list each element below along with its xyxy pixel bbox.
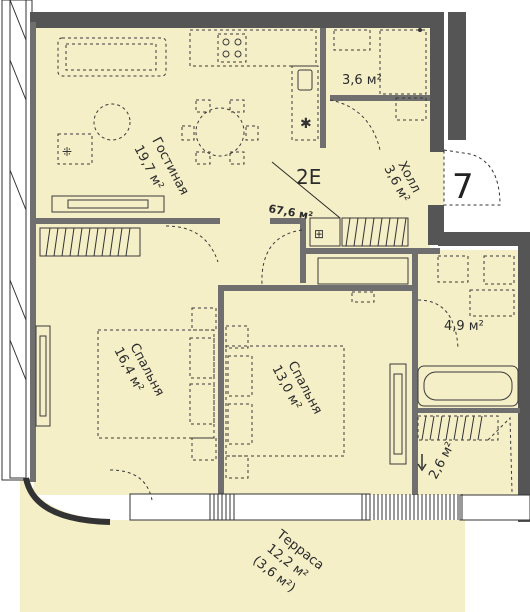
- bath-right-area: 4,9 м²: [444, 319, 484, 334]
- floor-number: 7: [452, 167, 474, 207]
- bedroom-mid-furniture: [225, 325, 407, 479]
- svg-text:⁜: ⁜: [62, 145, 72, 159]
- svg-text:⊞: ⊞: [314, 227, 324, 241]
- svg-text:✱: ✱: [300, 116, 312, 132]
- wardrobe: [417, 415, 513, 493]
- apartment-floor: [32, 26, 520, 495]
- floor-number-badge: 7: [443, 149, 501, 207]
- bath-top-area: 3,6 м²: [342, 73, 382, 88]
- hall-fixtures: ⊞: [165, 217, 459, 349]
- bath-top-fixtures: [329, 28, 427, 151]
- floor-fill: [20, 26, 520, 612]
- bedroom-left-furniture: [35, 227, 217, 501]
- bath-right-fixtures: [417, 255, 519, 407]
- living-furniture: ✱ ⁜: [51, 29, 319, 213]
- left-facade: [1, 0, 111, 525]
- interior-walls: [30, 28, 520, 495]
- bottom-facade: [129, 493, 463, 521]
- exterior-walls: [30, 12, 530, 522]
- terrace-floor: [20, 470, 465, 612]
